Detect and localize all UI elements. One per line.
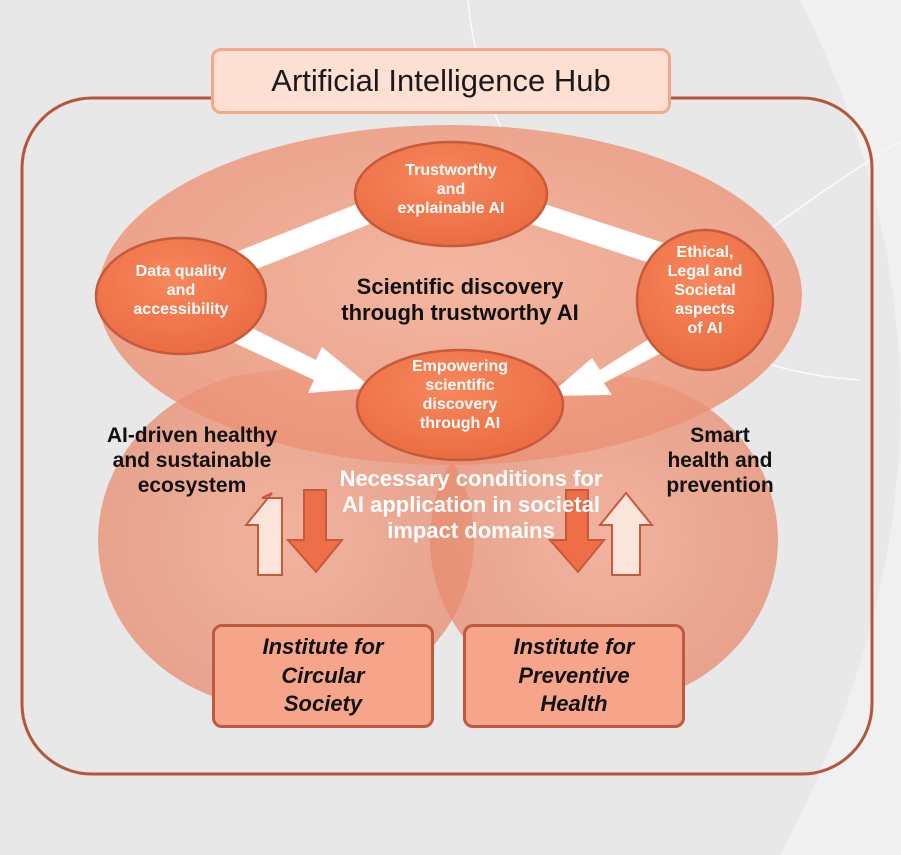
node-ethical-label: Ethical, Legal and Societal aspects of A…: [667, 244, 743, 337]
connector-trustworthy-ethical: [518, 198, 664, 265]
connector-data-trustworthy: [236, 198, 380, 274]
node-ethical: [635, 228, 775, 372]
node-data-quality-label: Data quality and accessibility: [133, 263, 229, 318]
node-empowering-label: Empowering scientific discovery through …: [411, 358, 508, 432]
node-data-quality: [94, 236, 268, 356]
scientific-discovery-ellipse: [98, 125, 802, 465]
institute-circular-society: Institute for Circular Society: [212, 624, 434, 728]
down-arrow-left: [285, 489, 345, 574]
arrow-data-to-empowering: [224, 318, 372, 393]
node-trustworthy: [353, 140, 549, 248]
hub-title: Artificial Intelligence Hub: [211, 48, 671, 114]
up-arrow-right: [597, 491, 655, 576]
right-domain-label: Smart health and prevention: [666, 424, 774, 497]
institute-circular-society-label: Institute for Circular Society: [262, 634, 384, 717]
central-label: Scientific discovery through trustworthy…: [341, 274, 579, 325]
institute-preventive-health-label: Institute for Preventive Health: [513, 634, 635, 717]
institute-preventive-health: Institute for Preventive Health: [463, 624, 685, 728]
conditions-label: Necessary conditions for AI application …: [339, 466, 603, 543]
node-empowering: [355, 348, 565, 462]
down-arrow-right: [547, 489, 607, 574]
left-domain-label: AI-driven healthy and sustainable ecosys…: [106, 424, 278, 497]
up-arrow-left: [243, 492, 283, 576]
node-trustworthy-label: Trustworthy and explainable AI: [397, 162, 505, 217]
